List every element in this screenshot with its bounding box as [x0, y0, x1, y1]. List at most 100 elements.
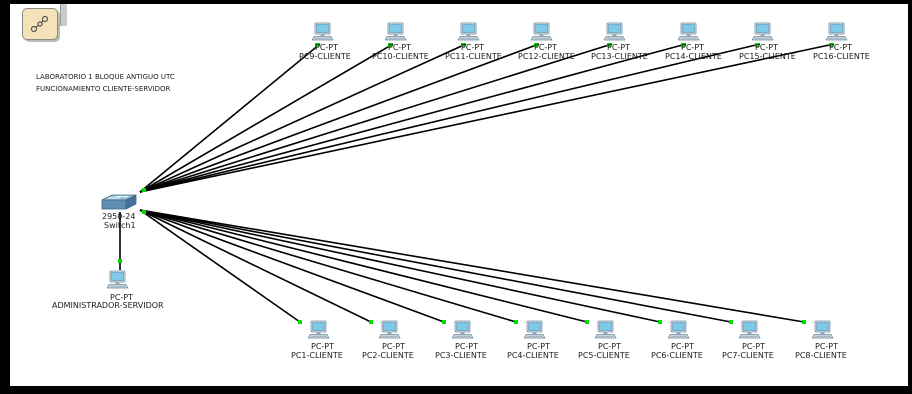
link-pc12-cliente[interactable] — [139, 43, 540, 193]
pc-pc16-cliente[interactable] — [825, 22, 848, 42]
link-pc2-cliente[interactable] — [139, 209, 372, 323]
pc-name-label: PC7-CLIENTE — [722, 351, 774, 360]
switch-device[interactable] — [98, 194, 138, 214]
pc-model-label: PC-PT — [742, 342, 766, 351]
pc-name-label: PC11-CLIENTE — [445, 52, 502, 61]
pc-icon — [811, 320, 834, 339]
pc-icon — [594, 320, 617, 339]
link-light-pc14-cliente — [681, 43, 685, 47]
topology-icon[interactable] — [22, 8, 58, 40]
link-light-pc7-cliente — [729, 320, 733, 324]
pc-model-label: PC-PT — [455, 342, 479, 351]
pc-model-label: PC-PT — [461, 43, 485, 52]
pc-model-label: PC-PT — [534, 43, 558, 52]
pc-pc9-cliente[interactable] — [311, 22, 334, 42]
pc-icon — [825, 22, 848, 41]
pc-icon — [667, 320, 690, 339]
link-pc9-cliente[interactable] — [139, 43, 321, 193]
server-pc[interactable] — [106, 270, 129, 290]
pc-name-label: PC5-CLIENTE — [578, 351, 630, 360]
pc-pc2-cliente[interactable] — [378, 320, 401, 340]
pc-model-label: PC-PT — [388, 43, 412, 52]
link-pc1-cliente[interactable] — [139, 209, 301, 323]
pc-pc6-cliente[interactable] — [667, 320, 690, 340]
switch-icon — [101, 194, 137, 210]
note-line-2: FUNCIONAMIENTO CLIENTE-SERVIDOR — [36, 85, 171, 93]
pc-name-label: PC16-CLIENTE — [813, 52, 870, 61]
pc-pc11-cliente[interactable] — [457, 22, 480, 42]
link-pc11-cliente[interactable] — [139, 43, 467, 193]
pc-model-label: PC-PT — [829, 43, 853, 52]
pc-model-label: PC-PT — [527, 342, 551, 351]
pc-icon — [457, 22, 480, 41]
link-light-pc5-cliente — [585, 320, 589, 324]
link-pc10-cliente[interactable] — [139, 43, 394, 193]
pc-pc5-cliente[interactable] — [594, 320, 617, 340]
pc-name-label: PC6-CLIENTE — [651, 351, 703, 360]
pc-icon — [307, 320, 330, 339]
pc-icon — [523, 320, 546, 339]
pc-model-label: PC-PT — [755, 43, 779, 52]
pc-pc4-cliente[interactable] — [523, 320, 546, 340]
pc-name-label: PC10-CLIENTE — [372, 52, 429, 61]
pc-model-label: PC-PT — [815, 342, 839, 351]
link-light-pc9-cliente — [315, 43, 319, 47]
pc-model-label: PC-PT — [315, 43, 339, 52]
link-pc7-cliente[interactable] — [139, 209, 732, 323]
pc-pc12-cliente[interactable] — [530, 22, 553, 42]
pc-icon — [530, 22, 553, 41]
link-light-pc8-cliente — [802, 320, 806, 324]
pc-icon — [751, 22, 774, 41]
pc-icon — [378, 320, 401, 339]
link-pc8-cliente[interactable] — [139, 209, 805, 323]
link-light-server — [118, 259, 122, 263]
link-light-pc6-cliente — [658, 320, 662, 324]
link-light-pc13-cliente — [607, 43, 611, 47]
pc-icon — [738, 320, 761, 339]
link-pc14-cliente[interactable] — [139, 43, 687, 193]
link-light-pc4-cliente — [514, 320, 518, 324]
pc-pc7-cliente[interactable] — [738, 320, 761, 340]
pc-icon — [677, 22, 700, 41]
link-light-pc10-cliente — [388, 43, 392, 47]
link-pc4-cliente[interactable] — [139, 209, 517, 323]
link-pc13-cliente[interactable] — [139, 43, 613, 193]
pc-name-label: PC2-CLIENTE — [362, 351, 414, 360]
link-light-pc2-cliente — [369, 320, 373, 324]
pc-icon — [311, 22, 334, 41]
pc-icon — [603, 22, 626, 41]
pc-pc14-cliente[interactable] — [677, 22, 700, 42]
pc-model-label: PC-PT — [681, 43, 705, 52]
link-pc5-cliente[interactable] — [139, 209, 588, 323]
link-pc6-cliente[interactable] — [139, 209, 661, 323]
pc-icon — [451, 320, 474, 339]
pc-name-label: PC1-CLIENTE — [291, 351, 343, 360]
pc-name-label: PC14-CLIENTE — [665, 52, 722, 61]
pc-pc15-cliente[interactable] — [751, 22, 774, 42]
link-pc16-cliente[interactable] — [139, 43, 835, 193]
pc-pc10-cliente[interactable] — [384, 22, 407, 42]
toolbar-edge — [60, 4, 67, 26]
switch-model-label: 2950-24 — [102, 212, 136, 221]
pc-pc1-cliente[interactable] — [307, 320, 330, 340]
server-name-label: ADMINISTRADOR-SERVIDOR — [52, 301, 164, 310]
pc-name-label: PC9-CLIENTE — [299, 52, 351, 61]
pc-icon — [384, 22, 407, 41]
pc-model-label: PC-PT — [382, 342, 406, 351]
switch-name-label: Switch1 — [104, 221, 136, 230]
pc-model-label: PC-PT — [607, 43, 631, 52]
switch-port-light-pc8-cliente — [142, 210, 146, 214]
pc-pc8-cliente[interactable] — [811, 320, 834, 340]
pc-pc3-cliente[interactable] — [451, 320, 474, 340]
pc-model-label: PC-PT — [598, 342, 622, 351]
link-light-pc3-cliente — [442, 320, 446, 324]
connection-layer — [118, 43, 835, 324]
link-light-pc15-cliente — [755, 43, 759, 47]
link-pc15-cliente[interactable] — [139, 43, 761, 193]
pc-pc13-cliente[interactable] — [603, 22, 626, 42]
link-light-pc16-cliente — [829, 43, 833, 47]
pc-name-label: PC4-CLIENTE — [507, 351, 559, 360]
link-light-pc12-cliente — [534, 43, 538, 47]
logical-workspace[interactable]: LABORATORIO 1 BLOQUE ANTIGUO UTC FUNCION… — [10, 4, 908, 386]
link-pc3-cliente[interactable] — [139, 209, 445, 323]
